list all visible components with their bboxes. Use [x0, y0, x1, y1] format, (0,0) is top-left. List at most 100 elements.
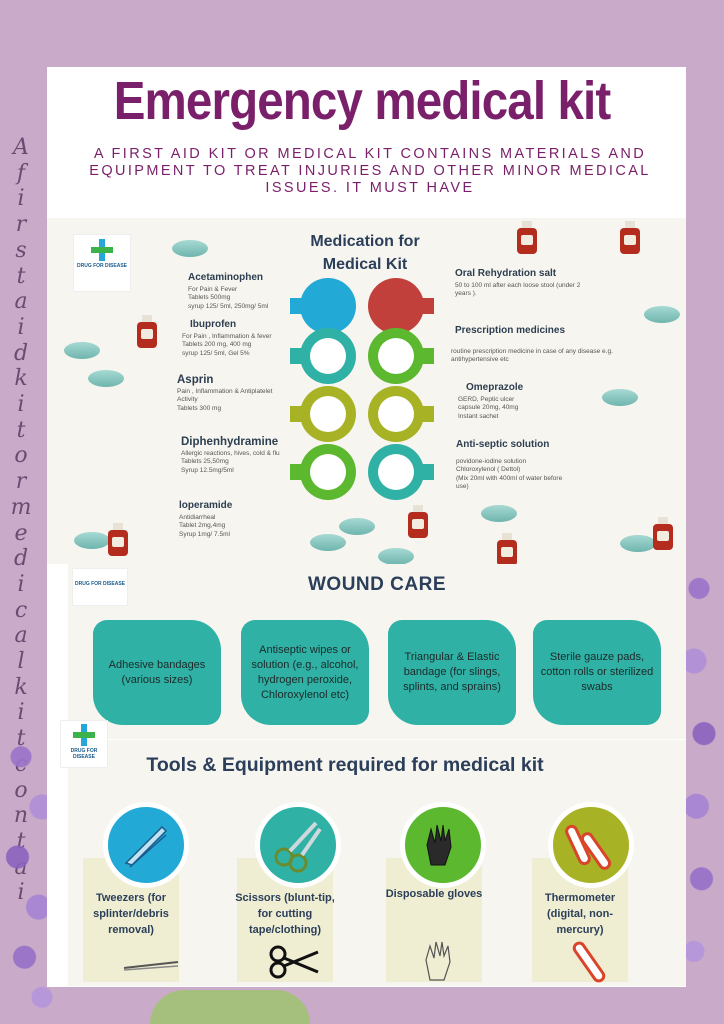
ring-center — [378, 396, 414, 432]
vertical-letter: i — [17, 392, 25, 418]
scissors-icon — [255, 802, 341, 888]
medication-ring — [290, 444, 356, 500]
medication-detail: 50 to 100 ml after each loose stool (und… — [455, 281, 581, 289]
medication-item: Oral Rehydration salt 50 to 100 ml after… — [455, 268, 615, 299]
medication-name: Asprin — [177, 374, 214, 386]
vertical-letter: d — [13, 546, 29, 572]
medication-ring — [368, 444, 434, 500]
vertical-letter: k — [14, 366, 28, 392]
pill-icon — [88, 370, 124, 387]
vertical-letter: t — [16, 417, 26, 443]
medicine-bottle-icon — [620, 221, 640, 254]
vertical-letter: r — [15, 212, 27, 238]
medication-detail: povidone-iodine solution — [456, 457, 527, 465]
logo-text: DRUG FOR DISEASE — [76, 263, 127, 269]
medication-section — [47, 218, 686, 564]
pill-icon — [74, 532, 110, 549]
medication-name: Anti-septic solution — [456, 439, 550, 450]
ring-center — [310, 396, 346, 432]
tool-label: Scissors (blunt-tip, for cutting tape/cl… — [235, 892, 335, 936]
vertical-letter: f — [16, 160, 26, 186]
medicine-bottle-icon — [108, 523, 128, 556]
medication-detail: For Pain & Fever — [188, 285, 238, 293]
pill-icon — [172, 240, 208, 257]
pill-icon — [339, 518, 375, 535]
pill-icon — [602, 389, 638, 406]
vertical-letter: i — [17, 314, 25, 340]
pill-icon — [64, 342, 100, 359]
vertical-letter: d — [13, 340, 29, 366]
vertical-letter: e — [14, 520, 28, 546]
medication-ring — [290, 386, 356, 442]
medication-detail: Tablets 500mg — [188, 294, 231, 301]
medication-item: Diphenhydramine Allergic reactions, hive… — [181, 436, 306, 475]
pill-icon — [310, 534, 346, 551]
tweezers-icon — [122, 958, 180, 977]
wound-care-item: Triangular & Elastic bandage (for slings… — [388, 620, 516, 725]
medication-detail: syrup 125/ 5ml, Gel 5% — [182, 349, 250, 357]
ring-center — [310, 454, 346, 490]
vertical-letter: o — [14, 443, 28, 469]
medication-detail: Chloroxylenol ( Dettol) — [456, 466, 521, 473]
brand-logo: DRUG FOR DISEASE — [72, 568, 128, 606]
brand-logo: DRUG FOR DISEASE — [60, 720, 108, 768]
medication-name: Diphenhydramine — [181, 436, 279, 448]
ring-tab — [290, 298, 304, 314]
medication-item: Anti-septic solution povidone-iodine sol… — [456, 439, 606, 492]
medicine-bottle-icon — [137, 315, 157, 348]
medication-name: loperamide — [179, 500, 233, 511]
medication-detail: routine prescription medicine in case of… — [451, 347, 613, 355]
medication-item: Prescription medicines routine prescript… — [451, 325, 631, 365]
ring-tab — [290, 464, 304, 480]
vertical-letter: m — [10, 494, 32, 520]
vertical-letter: l — [17, 649, 25, 675]
ring-tab — [420, 298, 434, 314]
tool-label: Tweezers (for splinter/debris removal) — [93, 892, 169, 936]
gloves-icon — [400, 802, 486, 888]
medication-ring — [368, 386, 434, 442]
medication-item: Asprin Pain , Inflammation & Antiplatele… — [177, 374, 302, 413]
page-title: Emergency medical kit — [113, 71, 611, 131]
medicine-bottle-icon — [517, 221, 537, 254]
medication-detail: years ). — [455, 290, 477, 297]
medication-detail: Tablet 2mg,4mg — [179, 522, 226, 529]
tool-label: Disposable gloves — [385, 888, 483, 900]
medication-detail: capsule 20mg, 40mg — [458, 404, 519, 411]
medication-detail: Tablets 200 mg, 400 mg — [182, 341, 252, 348]
ring-tab — [420, 348, 434, 364]
medication-item: loperamide Antidiarrheal Tablet 2mg,4mg … — [179, 500, 289, 539]
medication-item: Omeprazole GERD, Peptic ulcer capsule 20… — [458, 383, 598, 421]
tools-title: Tools & Equipment required for medical k… — [146, 754, 544, 776]
ring-tab — [290, 348, 304, 364]
medication-name: Acetaminophen — [188, 272, 264, 283]
ring-center — [310, 338, 346, 374]
medication-detail: antihypertensive etc — [451, 356, 509, 363]
medication-ring — [368, 278, 434, 334]
medication-detail: Allergic reactions, hives, cold & flu — [181, 449, 280, 457]
medication-name: Prescription medicines — [455, 325, 566, 336]
wound-care-title: WOUND CARE — [308, 574, 446, 595]
medication-ring — [290, 278, 356, 334]
gloves-icon — [420, 938, 460, 987]
medication-detail: Activity — [177, 396, 198, 403]
medication-detail: Instant sachet — [458, 412, 499, 420]
vertical-letter: r — [15, 469, 27, 495]
logo-text: DRUG FOR DISEASE — [74, 581, 125, 587]
ring-center — [378, 454, 414, 490]
medication-detail: Syrup 1mg/ 7.5ml — [179, 530, 230, 538]
ring-center — [310, 288, 346, 324]
medical-cross-icon — [91, 239, 113, 261]
medication-ring — [290, 328, 356, 384]
medication-detail: (Mix 20ml with 400ml of water before — [456, 474, 563, 482]
thermometer-icon — [548, 802, 634, 888]
wound-care-item: Sterile gauze pads, cotton rolls or ster… — [533, 620, 661, 725]
vertical-letter: c — [14, 597, 28, 623]
brand-logo: DRUG FOR DISEASE — [73, 234, 131, 292]
medication-name: Oral Rehydration salt — [455, 268, 557, 279]
medication-detail: Tablets 300 mg — [177, 404, 222, 412]
vertical-letter: A — [13, 135, 29, 160]
medication-detail: For Pain , Inflammation & fever — [182, 332, 272, 340]
thermometer-icon — [566, 938, 616, 989]
medication-detail: Antidiarrheal — [179, 513, 216, 521]
ring-center — [378, 288, 414, 324]
